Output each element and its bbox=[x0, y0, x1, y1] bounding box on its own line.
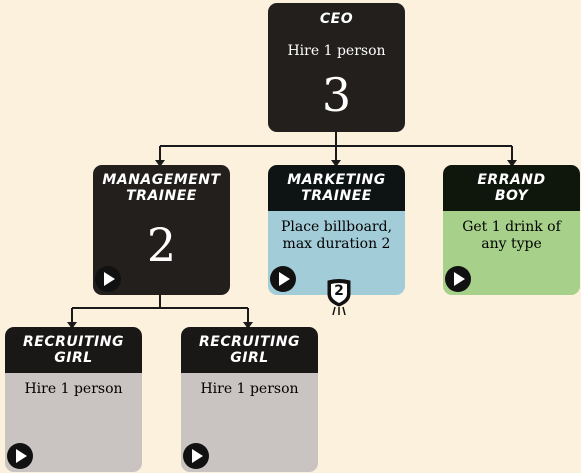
errand-boy-header: ERRAND BOY bbox=[443, 165, 580, 211]
recruiting-girl-description-1: Hire 1 person bbox=[24, 381, 123, 397]
recruiting-girl-title-1: RECRUITING GIRL bbox=[23, 334, 124, 366]
play-icon[interactable] bbox=[445, 266, 471, 292]
recruiting-girl-header-1: RECRUITING GIRL bbox=[5, 327, 142, 373]
ceo-description: Hire 1 person bbox=[287, 43, 386, 59]
errand-boy-title: ERRAND BOY bbox=[477, 172, 546, 204]
marketing-trainee-header: MARKETING TRAINEE bbox=[268, 165, 405, 211]
errand-boy-body: Get 1 drink of any type bbox=[443, 211, 580, 295]
play-icon[interactable] bbox=[183, 443, 209, 469]
play-icon[interactable] bbox=[270, 266, 296, 292]
recruiting-girl-card-1[interactable]: RECRUITING GIRL Hire 1 person bbox=[5, 327, 142, 472]
play-icon[interactable] bbox=[95, 266, 121, 292]
recruiting-girl-header-2: RECRUITING GIRL bbox=[181, 327, 318, 373]
ceo-number: 3 bbox=[321, 68, 352, 122]
recruiting-girl-card-2[interactable]: RECRUITING GIRL Hire 1 person bbox=[181, 327, 318, 472]
marketing-duration-badge: 2 bbox=[334, 283, 344, 299]
play-icon[interactable] bbox=[7, 443, 33, 469]
recruiting-girl-description-2: Hire 1 person bbox=[200, 381, 299, 397]
management-trainee-card[interactable]: MANAGEMENT TRAINEE 2 bbox=[93, 165, 230, 295]
marketing-trainee-card[interactable]: MARKETING TRAINEE Place billboard, max d… bbox=[268, 165, 405, 295]
marketing-trainee-description: Place billboard, max duration 2 bbox=[280, 219, 393, 252]
recruiting-girl-title-2: RECRUITING GIRL bbox=[199, 334, 300, 366]
management-trainee-title: MANAGEMENT TRAINEE bbox=[102, 172, 221, 204]
marketing-trainee-title: MARKETING TRAINEE bbox=[287, 172, 386, 204]
ceo-card[interactable]: CEO Hire 1 person 3 bbox=[268, 3, 405, 132]
ceo-title: CEO bbox=[319, 11, 354, 27]
management-trainee-header: MANAGEMENT TRAINEE bbox=[93, 165, 230, 211]
highway-shield-icon: 2 bbox=[325, 278, 353, 316]
errand-boy-card[interactable]: ERRAND BOY Get 1 drink of any type bbox=[443, 165, 580, 295]
management-trainee-number: 2 bbox=[146, 218, 177, 272]
recruiting-girl-body-2: Hire 1 person bbox=[181, 373, 318, 472]
errand-boy-description: Get 1 drink of any type bbox=[462, 219, 561, 252]
